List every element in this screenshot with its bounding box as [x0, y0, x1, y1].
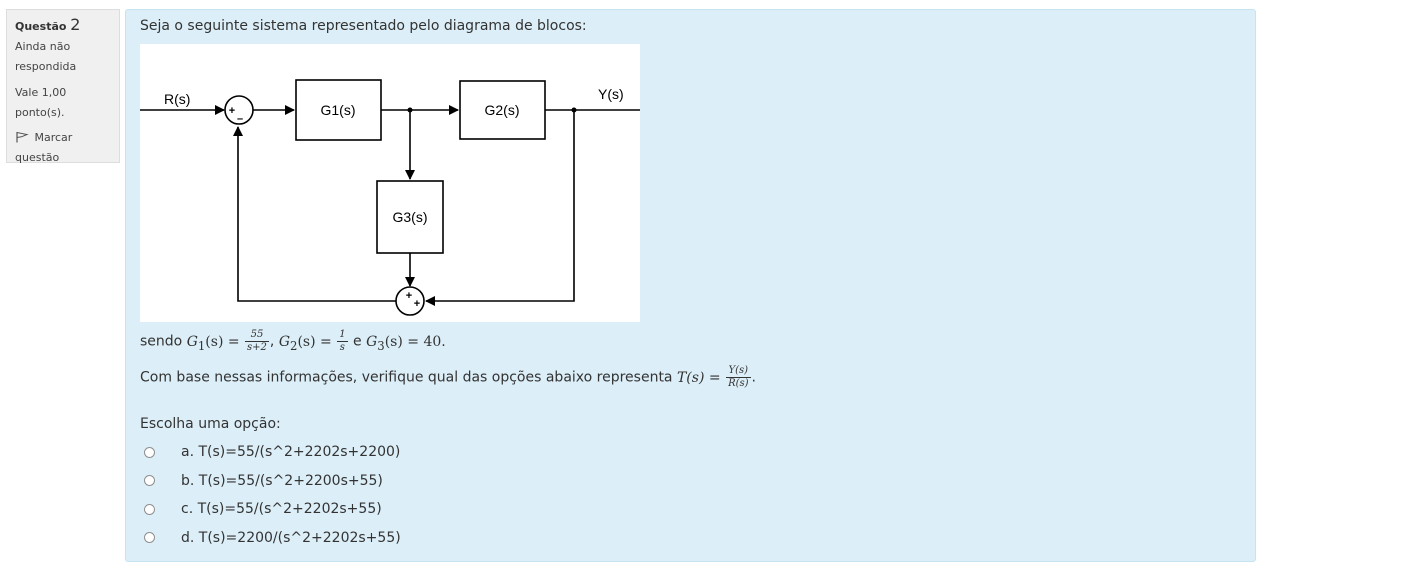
state-line-1: Ainda não — [15, 40, 71, 53]
state-line-2: respondida — [15, 60, 77, 73]
question-stem: Seja o seguinte sistema representado pel… — [140, 18, 587, 34]
tf-denominator: R(s) — [728, 378, 749, 389]
g3-expression: G3(s) = 40. — [366, 333, 446, 353]
g1-argument: (s) = — [205, 333, 240, 350]
g1-symbol: G — [186, 333, 198, 350]
g3-value: (s) = 40. — [384, 333, 446, 350]
g2-argument: (s) = — [297, 333, 332, 350]
question-info-panel: Questão 2 Ainda não respondida Vale 1,00… — [6, 9, 120, 164]
sum1-minus-sign: – — [237, 113, 243, 125]
g2-symbol: G — [278, 333, 291, 350]
definition-prefix: sendo — [140, 333, 187, 350]
block-g2-label: G2(s) — [485, 102, 520, 118]
branch-point-1 — [407, 107, 413, 113]
option-a-radio[interactable] — [144, 446, 155, 458]
g3-subscript: 3 — [377, 338, 385, 353]
choose-option-prompt: Escolha uma opção: — [140, 416, 281, 432]
block-g3 — [376, 180, 444, 254]
output-label: Y(s) — [598, 86, 624, 102]
g2-denominator: s — [339, 342, 345, 353]
question-label: Questão — [15, 20, 67, 33]
definition-comma: , — [269, 333, 275, 350]
option-b[interactable]: b. T(s)=55/(s^2+2200s+55) — [144, 467, 401, 496]
g1-subscript: 1 — [197, 338, 206, 353]
option-c-radio[interactable] — [144, 503, 155, 515]
question-number: Questão 2 — [15, 15, 111, 37]
question-text: Com base nessas informações, verifique q… — [140, 366, 756, 389]
g3-symbol: G — [366, 333, 378, 350]
output-feedback-line — [425, 110, 575, 306]
tf-fraction: Y(s)R(s) — [726, 366, 751, 389]
block-diagram: R(s) Y(s) G1(s) G2(s) G3(s) + – + + — [140, 44, 640, 322]
option-a[interactable]: a. T(s)=55/(s^2+2202s+2200) — [144, 438, 401, 467]
option-b-radio[interactable] — [144, 475, 155, 487]
tf-numerator: Y(s) — [726, 366, 751, 378]
definition-conjunction: e — [353, 333, 362, 350]
option-d-label[interactable]: d. T(s)=2200/(s^2+2202s+55) — [181, 529, 401, 546]
question-state: Ainda não respondida — [15, 37, 111, 77]
question-number-value: 2 — [70, 15, 81, 34]
flag-label-2: questão — [15, 151, 60, 164]
question-content: Seja o seguinte sistema representado pel… — [125, 9, 1256, 562]
answer-options: a. T(s)=55/(s^2+2202s+2200) b. T(s)=55/(… — [144, 438, 401, 552]
branch-point-2 — [571, 107, 577, 113]
sum2-plus-sign-right: + — [414, 298, 420, 310]
flag-icon — [15, 130, 29, 143]
block-g1-label: G1(s) — [321, 102, 356, 118]
tf-expression: T(s) = Y(s)R(s) — [676, 366, 752, 389]
g2-numerator: 1 — [337, 329, 348, 342]
sum1-plus-sign: + — [229, 105, 235, 117]
input-label: R(s) — [164, 91, 190, 107]
option-b-label[interactable]: b. T(s)=55/(s^2+2200s+55) — [181, 472, 383, 489]
g1-denominator: s+2 — [247, 342, 267, 353]
option-c-label[interactable]: c. T(s)=55/(s^2+2202s+55) — [181, 501, 382, 518]
feedback-to-sum1-line — [233, 126, 396, 302]
sum2-plus-sign-top: + — [406, 290, 412, 302]
g2-subscript: 2 — [290, 338, 298, 353]
block-g3-label: G3(s) — [393, 209, 428, 225]
option-d-radio[interactable] — [144, 532, 155, 544]
block-g1 — [295, 79, 382, 141]
option-a-label[interactable]: a. T(s)=55/(s^2+2202s+2200) — [181, 444, 401, 461]
tf-lhs: T(s) = — [676, 369, 721, 386]
option-d[interactable]: d. T(s)=2200/(s^2+2202s+55) — [144, 524, 401, 553]
question-grade: Vale 1,00 ponto(s). — [15, 86, 67, 119]
flag-label-1: Marcar — [34, 131, 73, 144]
option-c[interactable]: c. T(s)=55/(s^2+2202s+55) — [144, 495, 401, 524]
tf-period: . — [751, 369, 756, 386]
g1-numerator: 55 — [245, 330, 269, 342]
question-sentence: Com base nessas informações, verifique q… — [140, 369, 673, 386]
flag-question-link[interactable]: Marcar questão — [15, 128, 111, 168]
